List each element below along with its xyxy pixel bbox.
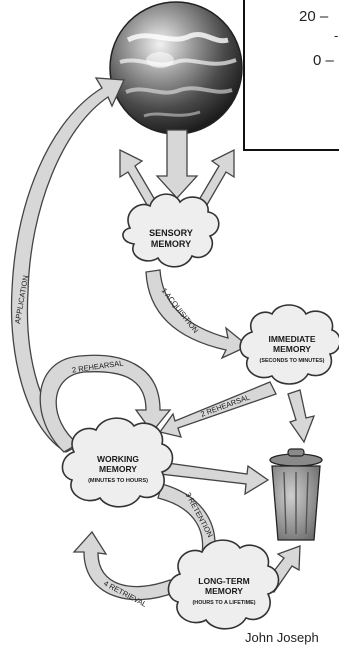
application-arrow <box>10 77 125 453</box>
earth-globe <box>109 1 243 135</box>
acquisition-arrow <box>145 269 250 360</box>
sensory-label-line2: MEMORY <box>151 239 191 249</box>
working-memory-cloud <box>61 417 174 508</box>
sensory-memory-cloud <box>122 193 220 268</box>
immediate-label-line2: MEMORY <box>273 344 311 354</box>
trash-can-icon <box>269 448 323 541</box>
retention-label: 3 RETENTION <box>184 491 215 539</box>
longterm-label-sub: (HOURS TO A LIFETIME) <box>193 600 256 606</box>
arrow-working-to-trash <box>159 461 270 496</box>
retrieval-arrow <box>72 530 177 601</box>
y-minor-tick: - <box>334 28 339 43</box>
longterm-label-line2: MEMORY <box>205 586 243 596</box>
immediate-memory-cloud <box>239 304 339 385</box>
author-credit: John Joseph <box>245 630 319 645</box>
y-tick-20: 20 – <box>299 8 329 25</box>
arrow-earth-down <box>155 129 199 199</box>
rehearsal-back-arrow <box>158 381 277 438</box>
arrow-immediate-to-trash <box>287 389 316 444</box>
immediate-label-sub: (SECONDS TO MINUTES) <box>260 358 325 364</box>
rehearsal-loop-arrow <box>39 354 172 453</box>
working-label-line1: WORKING <box>97 454 139 464</box>
working-label-sub: (MINUTES TO HOURS) <box>88 478 148 484</box>
longterm-label-line1: LONG-TERM <box>198 576 249 586</box>
y-tick-0: 0 – <box>313 52 334 69</box>
chart-fragment-frame <box>243 0 339 151</box>
longterm-memory-cloud <box>167 539 280 630</box>
sensory-label-line1: SENSORY <box>149 228 193 238</box>
working-label-line2: MEMORY <box>99 464 137 474</box>
immediate-label-line1: IMMEDIATE <box>268 334 315 344</box>
